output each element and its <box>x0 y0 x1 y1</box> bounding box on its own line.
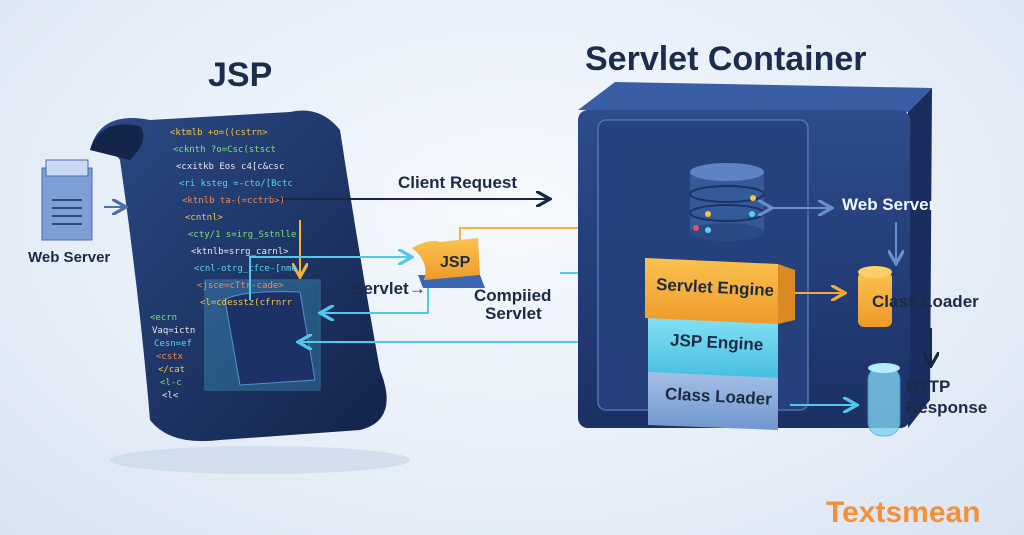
database-icon <box>689 163 765 241</box>
servlet-to-jsp-arrow <box>249 257 410 300</box>
compiled-back-arrow <box>322 288 429 313</box>
code-line: <cknth ?o=Csc(stsct <box>173 145 276 155</box>
class-loader-cylinder-icon <box>858 266 892 327</box>
http-label: HTTP <box>906 377 951 396</box>
code-lines: <ktmlb +o=((cstrn> <cknth ?o=Csc(stsct <cx… <box>150 128 297 401</box>
class-loader-label: Class Loader <box>872 292 979 311</box>
jsp-file-icon <box>412 238 485 288</box>
response-label: Response <box>906 398 988 417</box>
jsp-code-scroll <box>90 110 387 442</box>
code-line: Vaq=ictn <box>152 326 195 336</box>
mini-scroll <box>224 291 316 386</box>
code-line: <ktnlb ta-(=cctrb>) <box>182 196 285 206</box>
textsmean-watermark: Textsmean <box>826 496 981 529</box>
code-line: <jsce=cTtr-cade> <box>197 281 284 291</box>
jsp-title: JSP <box>208 56 273 94</box>
code-line: <l=cdesstz(cfrnrr <box>200 298 293 308</box>
code-line: <cty/1 s=irg_Sstnlle <box>188 230 296 240</box>
code-line: <l< <box>162 391 179 401</box>
web-server-label: Web Server <box>28 249 111 266</box>
code-line: <cntnl> <box>185 213 224 223</box>
compiled-servlet-label: Servlet <box>485 304 542 323</box>
code-line: Cesn=ef <box>154 339 192 349</box>
jsp-file-label: JSP <box>440 254 471 271</box>
class-loader-bar <box>648 367 778 430</box>
scroll-shadow <box>110 446 410 474</box>
web-server-right-label: Web Server <box>842 195 936 214</box>
compiled-label: Compiied <box>474 286 552 305</box>
code-line: <l-c <box>160 378 182 388</box>
code-line: <ktnlb=srrg_carnl> <box>191 247 289 257</box>
servlet-container-title: Servlet Container <box>585 40 867 78</box>
code-line: <cnl-otrg_cfce-[nme <box>194 264 297 274</box>
code-line: <cxitkb Eos c4[c&csc <box>176 162 284 172</box>
jsp-engine-bar <box>648 310 778 378</box>
code-line: <cstx <box>156 352 184 362</box>
client-request-label: Client Request <box>398 173 518 192</box>
servlet-label: Servlet→ <box>352 279 426 298</box>
servlet-engine-bar <box>645 258 795 324</box>
http-response-cylinder-icon <box>867 363 901 437</box>
web-server-icon <box>41 159 93 241</box>
code-line: <ecrn <box>150 313 177 323</box>
code-line: <ktmlb +o=((cstrn> <box>170 128 268 138</box>
code-line: <ri ksteg =-cto/[Bctc <box>179 179 293 189</box>
code-line: </cat <box>158 365 185 375</box>
